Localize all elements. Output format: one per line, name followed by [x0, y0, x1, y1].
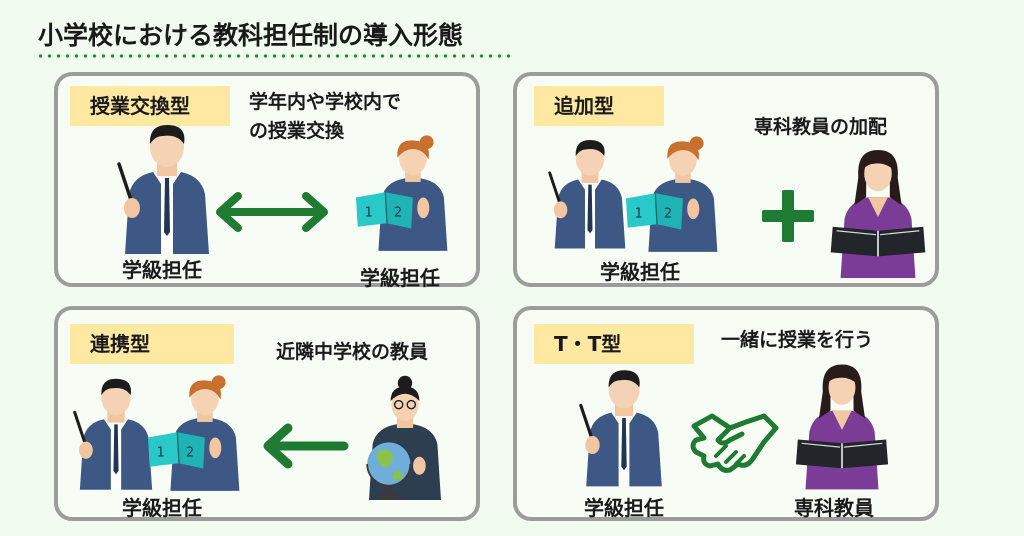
homeroom-teacher-male-figure	[548, 138, 627, 250]
panel-team-teaching-label-right: 専科教員	[794, 496, 874, 520]
panel-exchange-label-left: 学級担任	[122, 258, 202, 282]
panel-exchange-desc-line1: 学年内や学校内で	[249, 91, 402, 113]
specialist-teacher-figure	[829, 149, 927, 279]
homeroom-teacher-male-figure	[73, 377, 154, 492]
junior-high-teacher-figure	[366, 374, 442, 501]
panel-team-teaching-desc: 一緒に授業を行う	[721, 329, 874, 351]
plus-icon	[762, 190, 814, 242]
homeroom-teacher-male-figure	[579, 368, 664, 488]
handshake-icon	[690, 413, 779, 473]
panel-additional-label: 学級担任	[600, 260, 680, 284]
double-arrow-icon	[216, 192, 328, 232]
specialist-teacher-figure	[795, 363, 889, 491]
left-arrow-icon	[263, 423, 349, 469]
homeroom-teacher-female-figure	[355, 134, 449, 252]
panel-additional-desc: 専科教員の加配	[754, 116, 888, 138]
homeroom-teacher-male-figure	[117, 123, 211, 256]
panel-exchange-desc-line2: の授業交換	[249, 120, 345, 142]
panel-cooperation-label: 学級担任	[122, 496, 202, 520]
panel-cooperation-tag: 連携型	[70, 324, 234, 364]
panel-team-teaching-label-left: 学級担任	[584, 496, 664, 520]
panel-additional-tag: 追加型	[534, 86, 664, 126]
panel-team-teaching-tag: T・T型	[534, 324, 694, 364]
panel-exchange-tag: 授業交換型	[70, 86, 230, 126]
title-underline	[36, 54, 510, 58]
page-title: 小学校における教科担任制の導入形態	[38, 21, 464, 50]
panel-exchange-label-right: 学級担任	[360, 266, 440, 290]
panel-cooperation-desc: 近隣中学校の教員	[276, 341, 429, 363]
homeroom-teacher-female-figure	[147, 374, 241, 492]
homeroom-teacher-female-figure	[625, 135, 719, 253]
